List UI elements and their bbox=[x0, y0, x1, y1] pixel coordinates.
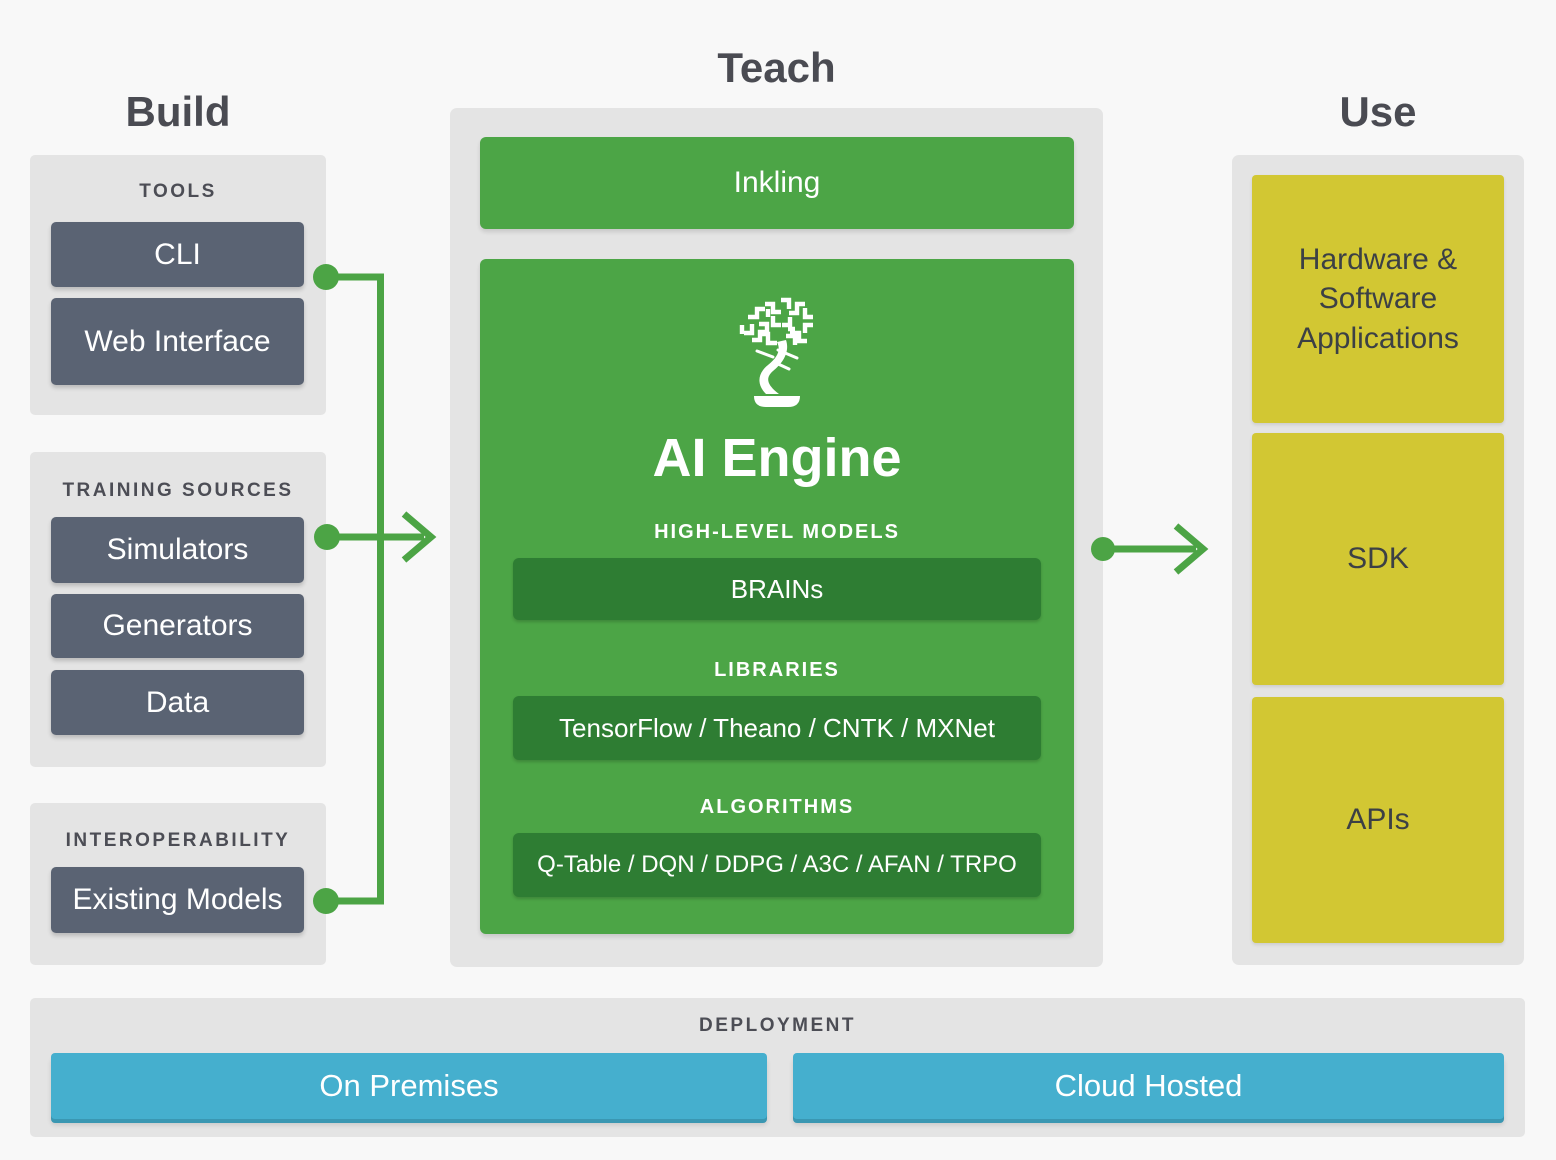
build-section-title: Build bbox=[125, 88, 231, 135]
libraries-label: LIBRARIES bbox=[714, 659, 840, 681]
hardware-software-applications-label: Hardware & Software Applications bbox=[1297, 242, 1459, 355]
apis-node: APIs bbox=[1252, 697, 1504, 943]
algorithms-node: Q-Table / DQN / DDPG / A3C / AFAN / TRPO bbox=[513, 833, 1041, 897]
web-interface-node: Web Interface bbox=[51, 298, 304, 385]
inkling-node: Inkling bbox=[480, 137, 1074, 229]
high-level-models-label: HIGH-LEVEL MODELS bbox=[654, 521, 900, 543]
deployment-panel: DEPLOYMENT On Premises Cloud Hosted bbox=[30, 998, 1525, 1137]
data-node: Data bbox=[51, 670, 304, 735]
build-to-teach-arrowhead bbox=[401, 511, 437, 563]
sdk-node: SDK bbox=[1252, 433, 1504, 685]
algorithms-label: ALGORITHMS bbox=[699, 796, 855, 818]
teach-to-use-arrowhead bbox=[1173, 523, 1209, 575]
use-panel: Hardware & Software Applications SDK API… bbox=[1232, 155, 1524, 965]
training-sources-group-label: TRAINING SOURCES bbox=[62, 480, 294, 501]
tools-group-label: TOOLS bbox=[139, 181, 217, 202]
build-connector-line bbox=[325, 273, 384, 905]
cloud-hosted-node: Cloud Hosted bbox=[793, 1053, 1504, 1119]
libraries-node: TensorFlow / Theano / CNTK / MXNet bbox=[513, 696, 1041, 760]
cli-node: CLI bbox=[51, 222, 304, 287]
simulators-node: Simulators bbox=[51, 517, 304, 583]
ai-engine-content: AI Engine HIGH-LEVEL MODELS BRAINs LIBRA… bbox=[480, 259, 1074, 934]
teach-section-title: Teach bbox=[717, 44, 836, 91]
teach-panel: Inkling AI Engine HIGH-LEVEL MODELS BRAI… bbox=[450, 108, 1103, 967]
ai-engine-title: AI Engine bbox=[652, 428, 902, 488]
sdk-label: SDK bbox=[1347, 542, 1409, 576]
existing-models-node: Existing Models bbox=[51, 867, 304, 933]
on-premises-node: On Premises bbox=[51, 1053, 767, 1119]
use-section-title: Use bbox=[1339, 88, 1417, 135]
deployment-label: DEPLOYMENT bbox=[699, 1015, 856, 1036]
interoperability-group-label: INTEROPERABILITY bbox=[65, 830, 291, 851]
generators-node: Generators bbox=[51, 594, 304, 658]
tools-group-panel: TOOLS CLI Web Interface bbox=[30, 155, 326, 415]
brains-node: BRAINs bbox=[513, 558, 1041, 620]
training-sources-group-panel: TRAINING SOURCES Simulators Generators D… bbox=[30, 452, 326, 767]
apis-label: APIs bbox=[1346, 803, 1410, 837]
hardware-software-applications-node: Hardware & Software Applications bbox=[1252, 175, 1504, 423]
bonsai-tree-icon bbox=[739, 297, 813, 407]
interoperability-group-panel: INTEROPERABILITY Existing Models bbox=[30, 803, 326, 965]
